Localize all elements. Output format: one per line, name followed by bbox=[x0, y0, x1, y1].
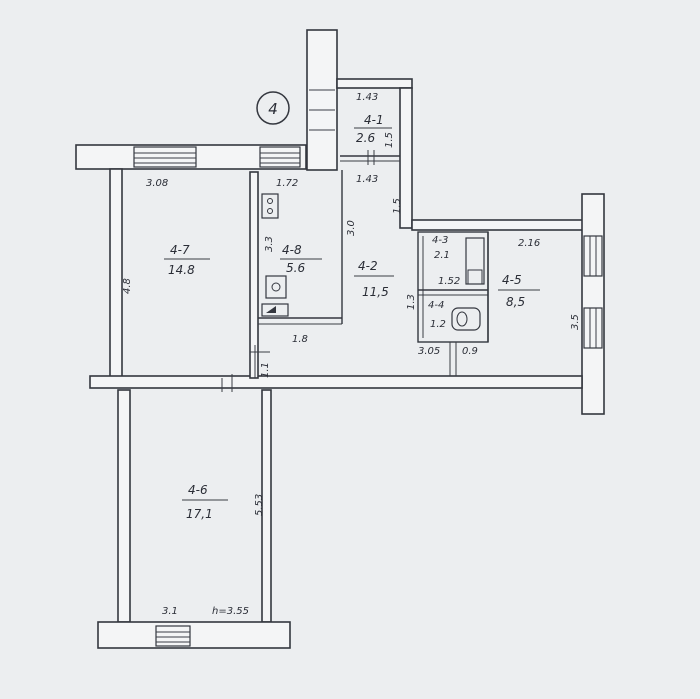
dim-1-72: 1.72 bbox=[276, 178, 298, 189]
dim-3-1: 3.1 bbox=[162, 606, 178, 617]
left-wall-4-7 bbox=[109, 168, 123, 385]
window-4-8 bbox=[259, 146, 301, 168]
vent-duct-icon bbox=[261, 303, 289, 317]
dim-1-8: 1.8 bbox=[292, 334, 308, 345]
fixtures bbox=[261, 150, 485, 331]
shaft-vents bbox=[309, 89, 335, 131]
window-4-5-top bbox=[583, 235, 603, 277]
room-area-4-7: 14.8 bbox=[168, 263, 195, 277]
dim-1-3: 1.3 bbox=[406, 294, 417, 310]
dim-1-1: 1.1 bbox=[260, 362, 271, 378]
room-id-4-4: 4-4 bbox=[428, 300, 444, 311]
top-wall-4-5 bbox=[411, 219, 585, 231]
room-area-4-3: 2.1 bbox=[434, 250, 450, 261]
room-area-4-8: 5.6 bbox=[286, 261, 305, 275]
dim-3-5: 3.5 bbox=[570, 314, 581, 330]
ceiling-height: h=3.55 bbox=[212, 606, 249, 617]
window-4-5-bottom bbox=[583, 307, 603, 349]
dim-1-52: 1.52 bbox=[438, 276, 460, 287]
middle-wall bbox=[89, 375, 583, 389]
room-area-4-6: 17,1 bbox=[186, 507, 213, 521]
sink-icon bbox=[265, 275, 287, 299]
dim-3-0: 3.0 bbox=[346, 220, 357, 236]
left-wall-4-6 bbox=[117, 389, 131, 623]
room-area-4-1: 2.6 bbox=[356, 131, 375, 145]
hall-right-wall bbox=[399, 87, 413, 229]
partitions bbox=[221, 155, 489, 392]
room-id-4-3: 4-3 bbox=[432, 235, 448, 246]
dim-0-9: 0.9 bbox=[462, 346, 478, 357]
dim-1-5-b: 1.5 bbox=[392, 198, 403, 214]
dim-2-16: 2.16 bbox=[518, 238, 540, 249]
windows bbox=[133, 89, 603, 647]
dim-1-43-top: 1.43 bbox=[356, 92, 378, 103]
room-area-4-5: 8,5 bbox=[506, 295, 525, 309]
right-exterior-wall bbox=[581, 193, 605, 415]
dim-3-08: 3.08 bbox=[146, 178, 168, 189]
room-id-4-5: 4-5 bbox=[502, 273, 522, 287]
room-id-4-2: 4-2 bbox=[358, 259, 378, 273]
partition-4-7-4-8 bbox=[249, 171, 259, 379]
room-id-4-1: 4-1 bbox=[364, 113, 384, 127]
room-id-4-7: 4-7 bbox=[170, 243, 190, 257]
window-4-7 bbox=[133, 146, 197, 168]
toilet-icon bbox=[451, 307, 481, 331]
dim-3-05: 3.05 bbox=[418, 346, 440, 357]
room-area-4-2: 11,5 bbox=[362, 285, 389, 299]
apartment-number: 4 bbox=[268, 100, 278, 118]
apartment-number-marker: 4 bbox=[256, 91, 290, 125]
dim-4-8: 4.8 bbox=[122, 278, 133, 294]
dim-5-53: 5.53 bbox=[254, 494, 265, 516]
room-id-4-8: 4-8 bbox=[282, 243, 302, 257]
room-id-4-6: 4-6 bbox=[188, 483, 208, 497]
top-wall-hall bbox=[336, 78, 413, 89]
bottom-wall bbox=[97, 621, 291, 649]
shaft-wall bbox=[306, 29, 338, 171]
dim-1-5-a: 1.5 bbox=[384, 132, 395, 148]
room-area-4-4: 1.2 bbox=[430, 319, 446, 330]
stove-icon bbox=[261, 193, 279, 219]
dimension-labels: 1.43 1.5 1.43 1.5 3.08 1.72 4.8 3.3 3.0 … bbox=[122, 92, 581, 617]
room-labels: 4-1 2.6 4-2 11,5 4-3 2.1 4-4 1.2 4-5 8,5… bbox=[164, 113, 540, 521]
window-4-6 bbox=[155, 625, 191, 647]
dim-3-3: 3.3 bbox=[264, 236, 275, 252]
dim-1-43-b: 1.43 bbox=[356, 174, 378, 185]
